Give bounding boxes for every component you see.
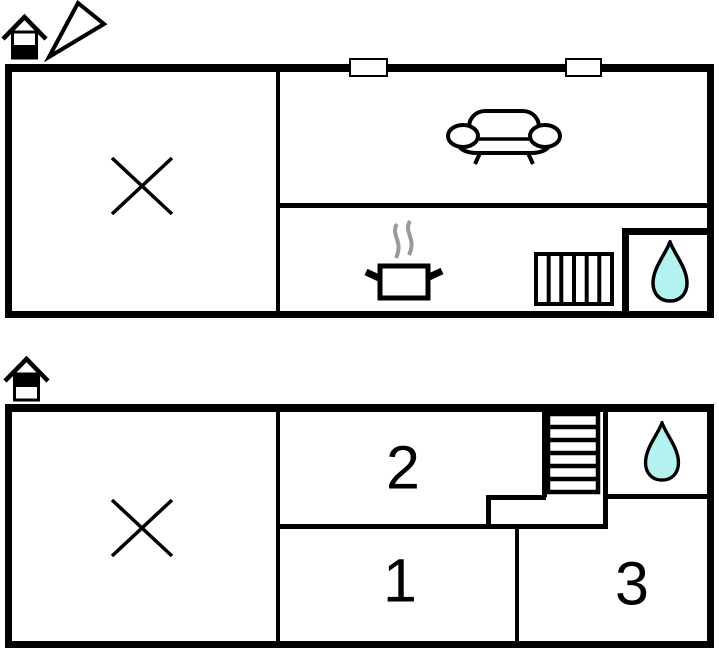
wall-segment [486, 495, 491, 529]
wall-segment [707, 404, 714, 648]
steam-icon [393, 222, 401, 259]
house-floor-indicator-icon [3, 353, 53, 405]
wall-segment [278, 524, 608, 529]
wall-segment [622, 228, 629, 318]
cross-icon [109, 497, 175, 559]
window [565, 58, 602, 77]
steam-icon [406, 219, 414, 256]
upper-level-highlight [16, 375, 37, 387]
wall-segment [622, 228, 714, 235]
stairs-front-view-icon [545, 411, 601, 495]
cooking-pot-icon [362, 218, 446, 306]
north-arrow-icon [42, 0, 110, 62]
wall-segment [486, 495, 546, 500]
wall-segment [707, 64, 714, 318]
wall-segment [5, 641, 714, 648]
house-floor-indicator-icon [1, 11, 51, 63]
window [349, 58, 388, 77]
water-drop-icon [642, 421, 682, 483]
wall-segment [278, 203, 714, 208]
water-drop-icon [650, 240, 690, 304]
wall-segment [603, 412, 608, 529]
room-label-3: 3 [615, 549, 649, 618]
wall-segment [5, 404, 714, 412]
cross-icon [109, 155, 175, 217]
wall-segment [5, 311, 714, 318]
wall-segment [542, 412, 547, 497]
room-label-1: 1 [383, 546, 417, 615]
wall-segment [603, 494, 707, 499]
wall-segment [515, 527, 519, 641]
wall-segment [276, 64, 280, 318]
sofa-icon [444, 106, 564, 166]
wall-segment [5, 404, 12, 648]
lower-level-highlight [14, 45, 35, 57]
room-label-2: 2 [386, 433, 420, 502]
stairs-top-view-icon [534, 252, 614, 306]
wall-segment [5, 64, 12, 318]
